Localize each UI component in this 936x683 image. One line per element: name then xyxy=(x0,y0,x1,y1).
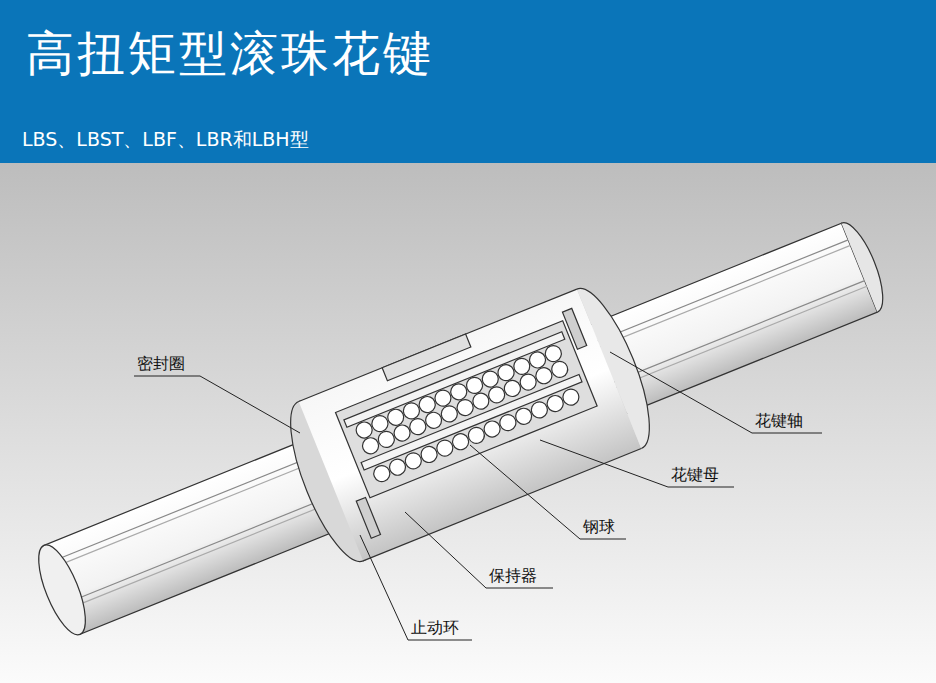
spline-assembly xyxy=(15,182,906,676)
part-label: 密封圈 xyxy=(137,356,185,372)
leader-line xyxy=(540,440,734,487)
leader-line xyxy=(470,445,626,539)
leader-line xyxy=(360,535,472,640)
retaining-ring xyxy=(356,497,380,538)
shaft-groove xyxy=(53,245,850,567)
page-subtitle: LBS、LBST、LBF、LBR和LBH型 xyxy=(22,127,309,153)
part-label: 止动环 xyxy=(411,620,459,636)
part-label: 花键轴 xyxy=(755,413,803,429)
shaft-groove xyxy=(70,286,867,608)
shaft-groove xyxy=(51,240,848,562)
balls xyxy=(354,343,582,484)
page-title: 高扭矩型滚珠花键 xyxy=(26,22,434,86)
background xyxy=(0,163,936,683)
header-band xyxy=(0,0,936,163)
spline-nut xyxy=(299,289,642,561)
shaft-end xyxy=(29,539,95,640)
shaft-groove xyxy=(67,281,864,603)
part-label: 保持器 xyxy=(489,568,537,584)
nut-end xyxy=(577,279,666,448)
part-label: 花键母 xyxy=(671,467,719,483)
leader-line xyxy=(134,376,300,433)
cutaway xyxy=(336,321,598,498)
retaining-ring xyxy=(562,308,586,349)
retainer xyxy=(344,332,565,427)
spline-shaft xyxy=(44,223,877,634)
part-label: 钢球 xyxy=(583,519,615,535)
leader-line xyxy=(610,352,822,433)
shaft-end xyxy=(841,217,892,312)
retainer xyxy=(361,374,582,469)
leader-lines xyxy=(134,352,822,640)
leader-line xyxy=(405,512,553,588)
nut-edge xyxy=(363,449,641,561)
